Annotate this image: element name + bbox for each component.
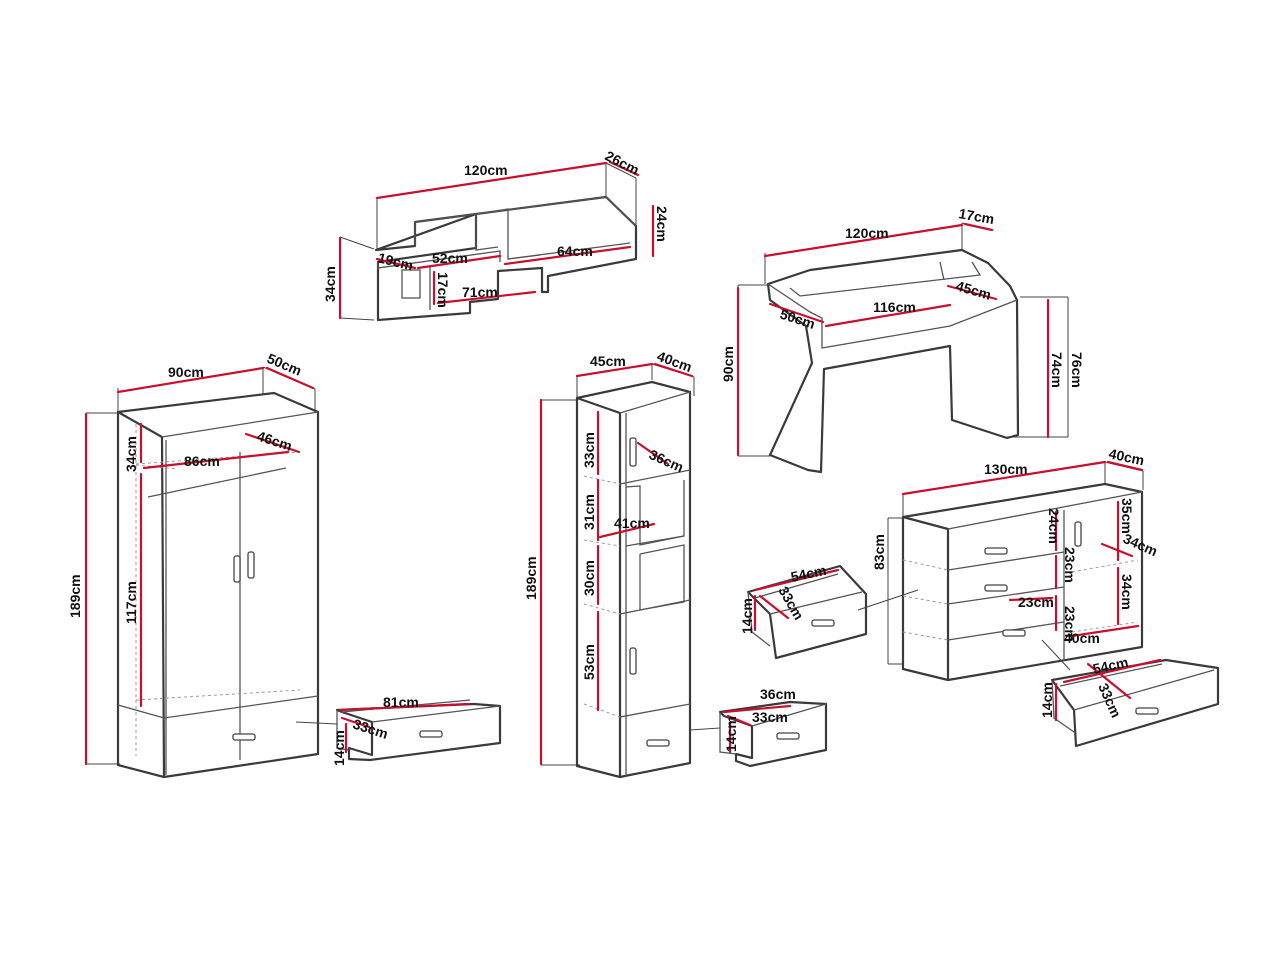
bookcase-drawer: 36cm 33cm 14cm xyxy=(689,686,828,768)
desk-width-label: 120cm xyxy=(845,225,889,241)
dresser-right-drawer-height-label: 14cm xyxy=(1039,682,1055,718)
dresser-door-top-label: 35cm xyxy=(1119,498,1135,534)
shelf-depth-label: 26cm xyxy=(603,147,642,178)
dresser-drawer-inner-label: 23cm xyxy=(1018,594,1054,610)
desk: 120cm 17cm 90cm 50cm 116cm 45cm 74cm 76c… xyxy=(720,205,1085,474)
shelf-left-inner-label: 52cm xyxy=(432,250,468,266)
dresser-height-label: 83cm xyxy=(871,534,887,570)
dresser-left-drawer: 54cm 33cm 14cm xyxy=(739,562,919,660)
wardrobe: 90cm 50cm 189cm 34cm 86cm 46cm 117cm 81c… xyxy=(67,350,502,779)
desk-height-label: 90cm xyxy=(720,346,736,382)
wardrobe-inner-depth-label: 46cm xyxy=(255,428,294,454)
dresser-left-drawer-width-label: 54cm xyxy=(789,562,827,585)
bookcase-drawer-depth-label: 33cm xyxy=(752,709,788,725)
bookcase-top-door-label: 33cm xyxy=(581,432,597,468)
dresser-left-drawer-height-label: 14cm xyxy=(739,598,755,634)
dresser-drawer2-label: 23cm xyxy=(1062,547,1078,583)
shelf-right-inner-label: 64cm xyxy=(557,243,593,259)
desk-total-height-label: 76cm xyxy=(1069,352,1085,388)
dresser-depth-label: 40cm xyxy=(1107,445,1145,468)
wardrobe-drawer-width-label: 81cm xyxy=(383,694,419,710)
desk-leg-height-label: 74cm xyxy=(1049,352,1065,388)
bookcase-open-lower-label: 30cm xyxy=(581,560,597,596)
desk-depth-label: 50cm xyxy=(778,306,817,332)
dresser-door-inner-label: 40cm xyxy=(1064,630,1100,646)
bookcase-height-label: 189cm xyxy=(523,556,539,600)
bookcase-open-upper-label: 31cm xyxy=(581,494,597,530)
wardrobe-height-label: 189cm xyxy=(67,574,83,618)
dresser: 130cm 40cm 83cm 24cm 23cm 23cm 23cm 35cm… xyxy=(739,445,1220,748)
dresser-right-drawer-depth-label: 33cm xyxy=(1095,681,1124,720)
bookcase: 45cm 40cm 189cm 33cm 36cm 31cm 41cm 30cm… xyxy=(523,348,828,779)
dresser-drawer3-label: 23cm xyxy=(1062,606,1078,642)
dresser-right-drawer-width-label: 54cm xyxy=(1091,654,1129,677)
wardrobe-drawer-depth-label: 33cm xyxy=(351,716,390,742)
wardrobe-top-compartment-label: 34cm xyxy=(123,436,139,472)
bookcase-drawer-width-label: 36cm xyxy=(760,686,796,702)
wardrobe-width-label: 90cm xyxy=(168,364,204,380)
desk-top-depth-label: 17cm xyxy=(957,205,995,227)
shelf-bottom-inner-label: 71cm xyxy=(462,284,498,300)
shelf-width-label: 120cm xyxy=(464,162,508,178)
bookcase-shelf-depth-label: 36cm xyxy=(647,446,686,475)
shelf-height-label: 34cm xyxy=(322,266,338,302)
shelf-cubby-depth-label: 19cm xyxy=(376,249,415,273)
wardrobe-drawer-height-label: 14cm xyxy=(331,730,347,766)
dresser-drawer1-label: 24cm xyxy=(1046,508,1062,544)
bookcase-shelf-width-label: 41cm xyxy=(614,515,650,531)
bookcase-bottom-door-label: 53cm xyxy=(581,644,597,680)
bookcase-drawer-height-label: 14cm xyxy=(723,716,739,752)
wall-shelf: 120cm 26cm 24cm 34cm 19cm 52cm 64cm 17cm… xyxy=(322,147,670,322)
bookcase-width-label: 45cm xyxy=(590,353,626,369)
dresser-width-label: 130cm xyxy=(984,461,1028,477)
shelf-right-height-label: 24cm xyxy=(654,206,670,242)
wardrobe-hanging-height-label: 117cm xyxy=(123,581,139,624)
wardrobe-drawer: 81cm 33cm 14cm xyxy=(295,694,502,766)
desk-inner-width-label: 116cm xyxy=(873,299,916,315)
dresser-door-lower-label: 34cm xyxy=(1119,574,1135,610)
dresser-right-drawer: 54cm 33cm 14cm xyxy=(1039,639,1220,748)
wardrobe-inner-width-label: 86cm xyxy=(184,453,220,469)
shelf-inner-height-label: 17cm xyxy=(435,272,451,308)
desk-top-inner-label: 45cm xyxy=(954,278,993,303)
dresser-left-drawer-depth-label: 33cm xyxy=(775,584,807,623)
